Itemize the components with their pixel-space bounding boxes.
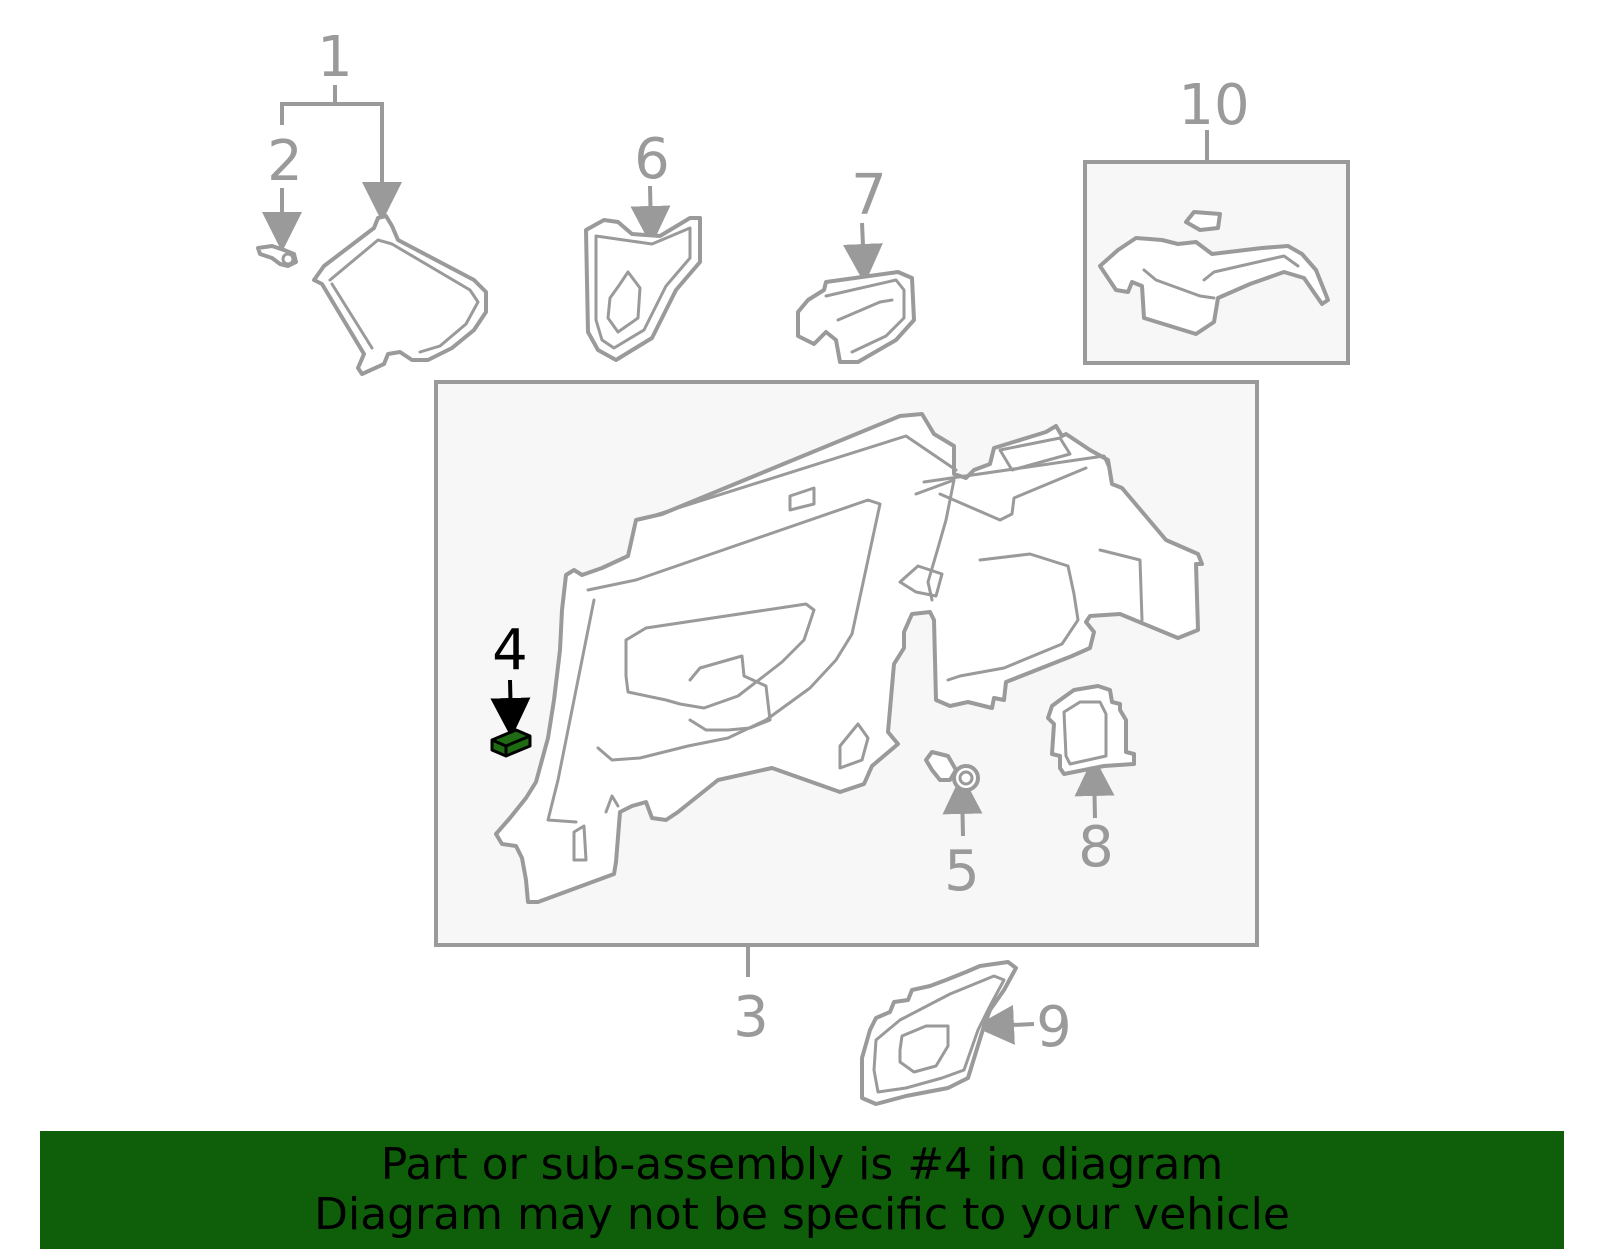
callout-4: 4 <box>492 618 528 683</box>
part-3-quarter-trim <box>494 412 1204 904</box>
leader-1-2 <box>262 85 402 252</box>
callout-5: 5 <box>944 839 980 904</box>
part-4-highlighted <box>490 679 532 758</box>
callout-7: 7 <box>851 163 887 228</box>
part-7-bracket <box>796 222 916 364</box>
part-1-pillar-trim <box>312 214 488 376</box>
part-10-panel <box>1098 130 1330 336</box>
part-8-cover <box>1046 684 1136 819</box>
callout-3: 3 <box>733 985 769 1050</box>
info-banner: Part or sub-assembly is #4 in diagram Di… <box>40 1131 1564 1249</box>
callout-2: 2 <box>267 129 303 194</box>
callout-8: 8 <box>1078 815 1114 880</box>
callout-10: 10 <box>1178 73 1249 138</box>
part-6-panel <box>584 185 702 362</box>
part-9-handle <box>860 960 1035 1106</box>
banner-line-2: Diagram may not be specific to your vehi… <box>314 1189 1290 1240</box>
callout-6: 6 <box>634 127 670 192</box>
callout-9: 9 <box>1036 995 1072 1060</box>
part-2-clip <box>256 244 298 268</box>
part-5-bolt <box>924 750 983 837</box>
banner-line-1: Part or sub-assembly is #4 in diagram <box>380 1139 1224 1190</box>
callout-1: 1 <box>317 25 353 90</box>
